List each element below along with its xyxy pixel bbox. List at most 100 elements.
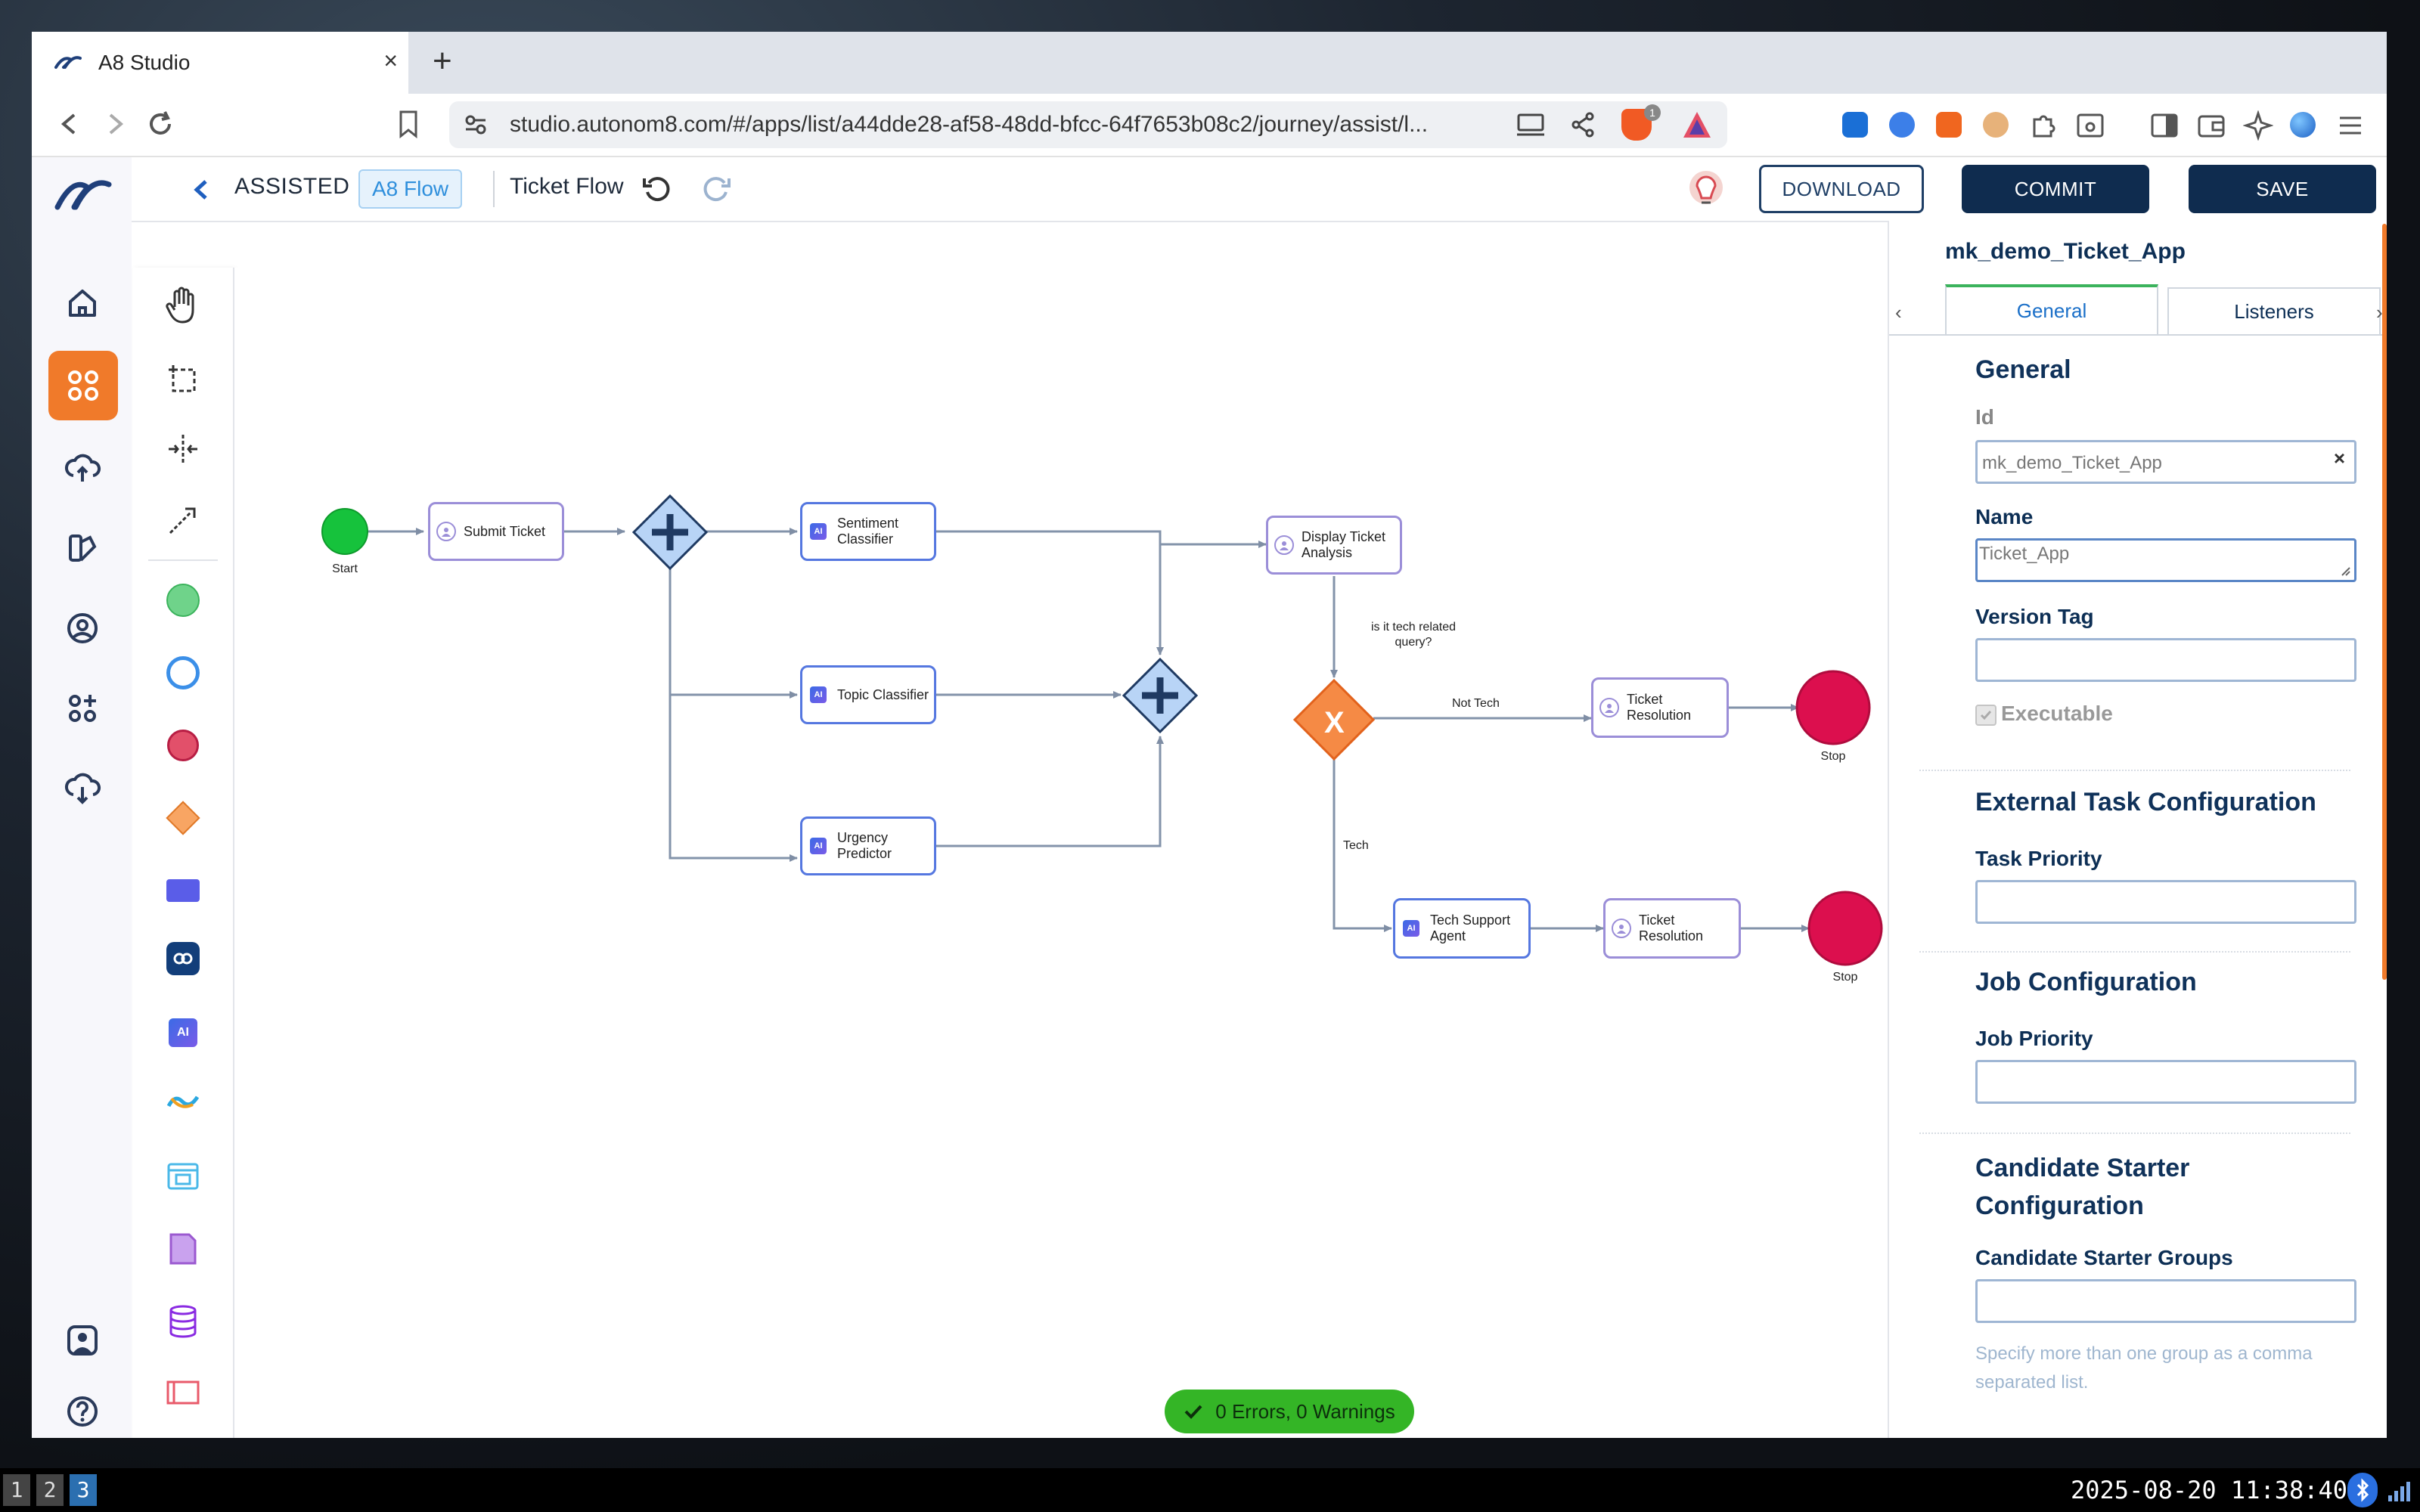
extension-metamask-icon[interactable] <box>1936 112 1962 138</box>
hand-tool-icon[interactable] <box>162 284 204 327</box>
validation-status-pill[interactable]: 0 Errors, 0 Warnings <box>1165 1390 1414 1433</box>
extension-check-icon[interactable] <box>1889 112 1915 138</box>
end-event-2 <box>1807 891 1883 966</box>
undo-icon[interactable] <box>640 172 673 206</box>
id-input[interactable]: mk_demo_Ticket_App × <box>1975 440 2356 484</box>
share-icon[interactable] <box>1568 110 1597 139</box>
task-label-line1: Ticket <box>1627 692 1663 707</box>
back-arrow-icon[interactable] <box>54 109 85 139</box>
flow-connections <box>321 494 1883 966</box>
panel-scrollbar[interactable] <box>2382 224 2387 980</box>
forward-arrow-icon[interactable] <box>100 109 130 139</box>
sidebar-toggle-icon[interactable] <box>2149 110 2180 141</box>
save-button[interactable]: SAVE <box>2189 165 2376 213</box>
cloud-download-icon[interactable] <box>50 756 115 821</box>
integration-icon[interactable] <box>162 1081 204 1123</box>
redo-icon[interactable] <box>700 172 734 206</box>
connect-tool-icon[interactable] <box>162 499 204 541</box>
reading-list-icon[interactable] <box>2075 110 2105 141</box>
wallet-icon[interactable] <box>2196 110 2226 141</box>
workspace-1[interactable]: 1 <box>3 1474 30 1506</box>
lasso-tool-icon[interactable] <box>162 358 204 401</box>
parallel-gateway-join <box>1122 657 1199 734</box>
cast-icon[interactable] <box>1516 110 1546 139</box>
menu-icon[interactable] <box>2335 110 2366 141</box>
address-bar[interactable]: studio.autonom8.com/#/apps/list/a44dde28… <box>449 101 1727 148</box>
name-textarea[interactable]: Ticket_App <box>1975 538 2356 582</box>
data-object-icon[interactable] <box>162 1228 204 1270</box>
candidate-groups-label: Candidate Starter Groups <box>1975 1246 2233 1269</box>
mode-label: ASSISTED <box>234 174 350 199</box>
user-circle-icon[interactable] <box>50 596 115 661</box>
browser-window: A8 Studio × + studio.autonom8.com/#/apps… <box>32 32 2387 1438</box>
tab-general[interactable]: General <box>1945 284 2158 336</box>
bookmark-icon[interactable] <box>396 109 420 139</box>
topic-classifier-task[interactable]: AI Topic Classifier <box>800 665 936 724</box>
clear-id-icon[interactable]: × <box>2333 447 2345 469</box>
version-tag-input[interactable] <box>1975 638 2356 682</box>
bluetooth-icon[interactable] <box>2347 1473 2378 1507</box>
resize-handle-icon[interactable] <box>2341 566 2351 577</box>
lightbulb-brain-icon[interactable] <box>1682 165 1730 213</box>
end-event-icon[interactable] <box>162 724 204 767</box>
submit-ticket-task[interactable]: Submit Ticket <box>428 502 564 561</box>
gateway-icon[interactable] <box>162 797 204 839</box>
task-icon[interactable] <box>162 869 204 912</box>
id-label: Id <box>1975 405 1994 429</box>
candidate-groups-input[interactable] <box>1975 1279 2356 1323</box>
download-button[interactable]: DOWNLOAD <box>1759 165 1924 213</box>
signal-strength-icon[interactable] <box>2387 1479 2412 1503</box>
leo-ai-icon[interactable] <box>2243 110 2273 141</box>
commit-button[interactable]: COMMIT <box>1962 165 2149 213</box>
a8-flow-chip[interactable]: A8 Flow <box>358 169 463 209</box>
browser-tab[interactable]: A8 Studio × <box>32 32 408 94</box>
reload-icon[interactable] <box>144 107 177 141</box>
task-priority-input[interactable] <box>1975 880 2356 924</box>
section-divider <box>1919 1132 2350 1134</box>
extension-bitwarden-icon[interactable] <box>1842 112 1868 138</box>
brave-rewards-icon[interactable] <box>1682 110 1712 139</box>
frame-icon[interactable] <box>162 1155 204 1198</box>
cloud-sync-icon[interactable] <box>50 435 115 500</box>
executable-checkbox[interactable] <box>1975 705 1996 726</box>
chevron-left-icon[interactable] <box>191 177 213 203</box>
workspace-3-active[interactable]: 3 <box>70 1474 97 1506</box>
extension-avatar-icon[interactable] <box>1983 112 2009 138</box>
intermediate-event-icon[interactable] <box>162 652 204 694</box>
data-store-icon[interactable] <box>162 1300 204 1343</box>
ai-task-icon[interactable]: AI <box>162 1012 204 1054</box>
site-settings-icon[interactable] <box>463 112 489 138</box>
job-priority-input[interactable] <box>1975 1060 2356 1104</box>
tab-scroll-right-icon[interactable]: › <box>2376 301 2383 324</box>
workspace-2[interactable]: 2 <box>36 1474 64 1506</box>
add-widgets-icon[interactable] <box>50 676 115 741</box>
new-tab-button[interactable]: + <box>433 42 452 79</box>
profile-icon[interactable] <box>50 1308 115 1373</box>
logo-icon[interactable] <box>53 177 113 213</box>
space-tool-icon[interactable] <box>162 428 204 470</box>
tab-scroll-left-icon[interactable]: ‹ <box>1895 301 1902 324</box>
start-label: Start <box>332 562 358 575</box>
apps-grid-icon[interactable] <box>48 351 118 420</box>
start-event-icon[interactable] <box>162 579 204 621</box>
id-value: mk_demo_Ticket_App <box>1982 453 2162 473</box>
start-event <box>321 508 368 555</box>
tab-listeners[interactable]: Listeners <box>2167 287 2381 336</box>
palette-icon[interactable] <box>50 516 115 581</box>
vpn-globe-icon[interactable] <box>2290 112 2316 138</box>
group-icon[interactable] <box>162 1371 204 1414</box>
subprocess-icon[interactable] <box>162 937 204 980</box>
extensions-puzzle-icon[interactable] <box>2028 110 2059 141</box>
home-icon[interactable] <box>50 271 115 336</box>
tab-close-icon[interactable]: × <box>383 47 398 74</box>
app-header: ASSISTED A8 Flow Ticket Flow DOWNLOAD CO… <box>132 157 2387 222</box>
help-icon[interactable] <box>50 1379 115 1438</box>
executable-label: Executable <box>2001 702 2113 725</box>
